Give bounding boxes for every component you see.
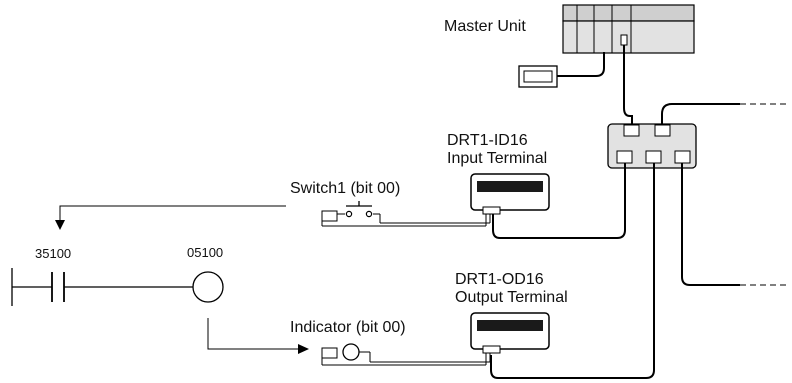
arrowhead-right [298,344,309,354]
arrowhead-down [55,220,65,230]
coil-address-label: 05100 [187,245,223,260]
indicator-lamp [321,343,360,361]
programming-console [518,65,558,88]
ladder-rung [11,268,224,306]
contact-address-label: 35100 [35,246,71,261]
trunk-cable-master [623,45,633,125]
drop-cable-output [490,163,655,379]
master-connector [620,34,628,46]
output-terminal-model: DRT1-OD16 [455,271,544,288]
switch1-label: Switch1 (bit 00) [290,180,400,197]
t-branch-tap [607,123,697,169]
input-terminal-model: DRT1-ID16 [447,132,528,149]
indicator-label: Indicator (bit 00) [290,319,406,336]
input-terminal-name: Input Terminal [447,150,547,167]
ladder-to-indicator-arrow-line [207,318,300,350]
indicator-wiring [321,351,491,366]
output-terminal [470,312,550,354]
trunk-cable-upper [661,103,740,125]
switch-to-ladder-arrow-line [59,205,286,222]
switch1-symbol [321,201,373,222]
trunk-cable-lower [681,163,740,286]
master-unit-label: Master Unit [444,18,526,35]
drop-cable-input [492,163,626,239]
master-unit-rack [562,4,695,54]
console-cable [557,52,605,77]
input-terminal [470,173,550,215]
ladder-coil [192,271,224,303]
output-terminal-name: Output Terminal [455,289,568,306]
